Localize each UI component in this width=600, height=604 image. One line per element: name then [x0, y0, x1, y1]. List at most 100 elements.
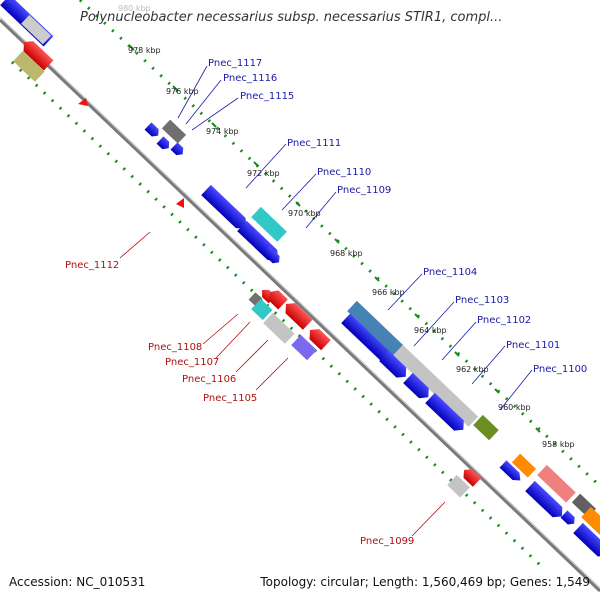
tick-label: 966 kbp [372, 288, 405, 297]
gene-label: Pnec_1115 [240, 91, 294, 102]
cds-feature [21, 14, 52, 45]
cds-feature [170, 142, 184, 156]
tick-mark [211, 122, 217, 128]
cds-feature [379, 350, 407, 378]
gene-label: Pnec_1100 [533, 364, 587, 375]
tick-mark [374, 276, 380, 282]
tick-label: 970 kbp [288, 209, 321, 218]
gene-label: Pnec_1102 [477, 315, 531, 326]
reverse-features[interactable] [13, 37, 482, 498]
label-leader [411, 501, 446, 537]
reverse-tick-track [10, 60, 542, 567]
tick-mark [295, 201, 301, 207]
tick-label: 958 kbp [542, 440, 575, 449]
cds-feature [525, 480, 563, 518]
cds-feature [144, 122, 159, 137]
genome-summary-text: Topology: circular; Length: 1,560,469 bp… [260, 575, 590, 589]
cds-feature [560, 510, 575, 525]
cds-feature [499, 460, 521, 481]
label-leader [281, 173, 317, 211]
gene-feature [393, 344, 479, 427]
accession-text: Accession: NC_010531 [9, 575, 146, 589]
label-leader [119, 231, 151, 259]
cds-feature [573, 522, 600, 557]
tick-mark [129, 45, 135, 51]
cds-feature [156, 136, 170, 150]
major-ticks [129, 45, 541, 433]
gene-feature [537, 464, 576, 503]
label-leader [177, 65, 208, 119]
cds-feature [23, 41, 54, 71]
cds-feature [176, 198, 184, 208]
label-leader [202, 313, 239, 345]
gene-feature [161, 119, 187, 144]
tick-mark [535, 427, 541, 433]
tick-label: 974 kbp [206, 127, 239, 136]
gene-label: Pnec_1111 [287, 138, 341, 149]
cds-feature [425, 392, 464, 431]
tick-mark [414, 313, 420, 319]
cds-feature [403, 372, 429, 399]
label-leader [305, 191, 337, 229]
gene-label: Pnec_1099 [360, 536, 414, 547]
gene-label: Pnec_1101 [506, 340, 560, 351]
label-leader [235, 339, 269, 373]
tick-mark [334, 238, 340, 244]
gene-label: Pnec_1112 [65, 260, 119, 271]
gene-label: Pnec_1116 [223, 73, 277, 84]
tick-labels: 980 kbp 978 kbp 976 kbp 974 kbp 972 kbp … [118, 4, 575, 449]
label-leader [471, 345, 506, 385]
map-title: Polynucleobacter necessarius subsp. nece… [80, 10, 503, 25]
tick-label: 960 kbp [498, 403, 531, 412]
gene-feature [581, 506, 600, 538]
cds-feature [262, 246, 280, 264]
cds-feature [78, 98, 88, 106]
gene-label: Pnec_1103 [455, 295, 509, 306]
cds-feature [463, 469, 482, 487]
gene-label: Pnec_1117 [208, 58, 262, 69]
gene-label: Pnec_1106 [182, 374, 236, 385]
tick-label: 964 kbp [414, 326, 447, 335]
gene-feature [251, 206, 287, 242]
gene-feature [263, 312, 295, 344]
genome-backbone [0, 18, 600, 593]
cds-feature [268, 290, 288, 310]
cds-feature [201, 184, 247, 229]
tick-mark [454, 351, 460, 357]
gene-feature [347, 300, 404, 356]
cds-feature [285, 303, 313, 330]
gene-label: Pnec_1105 [203, 393, 257, 404]
genome-backbone-highlight [0, 16, 600, 589]
cds-feature [341, 312, 396, 365]
gene-feature [447, 474, 470, 498]
tick-mark [253, 161, 259, 167]
tick-label: 980 kbp [118, 4, 151, 13]
gene-label: Pnec_1109 [337, 185, 391, 196]
gene-feature [251, 298, 273, 321]
gene-feature [291, 334, 317, 361]
reverse-gene-labels[interactable]: Pnec_1112 Pnec_1108 Pnec_1107 Pnec_1106 … [65, 231, 446, 547]
label-leader [191, 97, 239, 131]
gene-label: Pnec_1108 [148, 342, 202, 353]
gene-label: Pnec_1104 [423, 267, 477, 278]
label-leader [499, 369, 533, 411]
label-leader [215, 321, 251, 359]
forward-features[interactable] [0, 0, 600, 561]
gene-label: Pnec_1110 [317, 167, 371, 178]
gene-label: Pnec_1107 [165, 357, 219, 368]
gene-feature [473, 414, 499, 441]
label-leader [387, 273, 423, 311]
label-leader [245, 143, 287, 189]
tick-label: 976 kbp [166, 87, 199, 96]
forward-gene-labels[interactable]: Pnec_1117 Pnec_1116 Pnec_1115 Pnec_1111 … [177, 58, 587, 411]
label-leader [413, 301, 455, 347]
tick-label: 962 kbp [456, 365, 489, 374]
label-leader [441, 321, 477, 361]
gene-feature [13, 50, 45, 82]
cds-feature [309, 329, 331, 351]
tick-label: 968 kbp [330, 249, 363, 258]
tick-label: 972 kbp [247, 169, 280, 178]
label-leader [255, 357, 289, 391]
